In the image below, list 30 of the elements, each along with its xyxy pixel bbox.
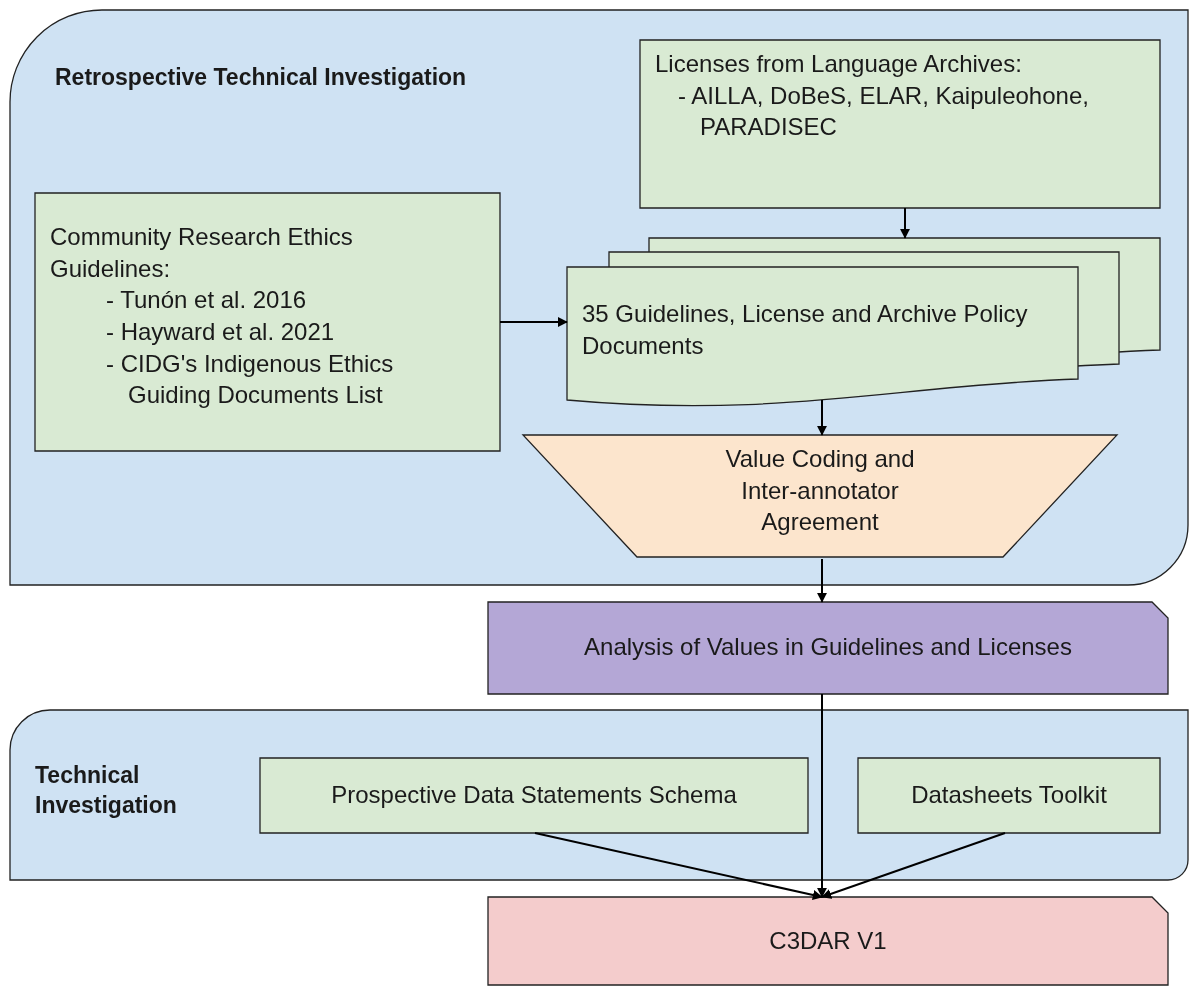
process-box [858, 758, 1160, 833]
group-title: Technical Investigation [35, 761, 178, 821]
process-box [260, 758, 808, 833]
arrow [817, 558, 827, 603]
arrow [817, 693, 827, 898]
arrow [821, 832, 1006, 899]
box-label: Value Coding and Inter-annotator Agreement [724, 444, 916, 538]
list-item: - Hayward et al. 2021 [105, 317, 336, 347]
process-box [488, 602, 1168, 694]
arrow [499, 317, 568, 327]
box-label: C3DAR V1 [768, 926, 888, 956]
list-item: - Tunón et al. 2016 [105, 285, 308, 316]
process-box [640, 40, 1160, 208]
process-box [35, 193, 500, 451]
arrow [817, 399, 827, 436]
group-title: Retrospective Technical Investigation [55, 63, 468, 92]
list-item: - AILLA, DoBeS, ELAR, Kaipuleohone, PARADISEC [677, 80, 1090, 143]
list-item: - CIDG's Indigenous Ethics Guiding Documents List [105, 348, 395, 411]
arrow [900, 207, 910, 239]
box-label: Prospective Data Statements Schema [330, 780, 738, 810]
process-box [488, 897, 1168, 985]
trapezoid-shape [523, 435, 1117, 559]
arrow [534, 832, 823, 900]
heading-text: Community Research Ethics Guidelines: [50, 222, 354, 284]
box-label: Datasheets Toolkit [910, 780, 1108, 810]
box-label: 35 Guidelines, License and Archive Policy Documents [582, 299, 1029, 361]
group-panel [10, 710, 1188, 880]
heading-text: Licenses from Language Archives: [655, 49, 1023, 79]
group-panel [10, 10, 1188, 585]
box-label: Analysis of Values in Guidelines and Licenses [583, 632, 1073, 662]
